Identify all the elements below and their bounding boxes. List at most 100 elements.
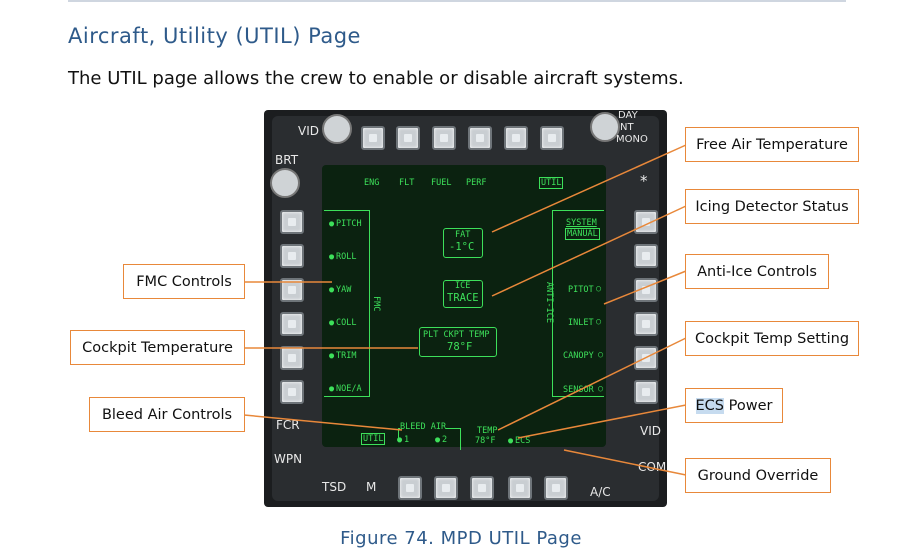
left-button-6[interactable]	[280, 380, 304, 404]
left-button-1[interactable]	[280, 210, 304, 234]
top-button-4[interactable]	[468, 126, 492, 150]
ac-label[interactable]: A/C	[590, 485, 611, 499]
fmc-item-coll[interactable]: COLL	[336, 318, 357, 328]
tab-eng[interactable]: ENG	[364, 178, 380, 188]
fat-label: FAT	[455, 230, 471, 240]
top-rule	[68, 0, 846, 2]
top-button-3[interactable]	[432, 126, 456, 150]
fmc-bracket-right	[369, 210, 370, 396]
brt-knob[interactable]	[270, 168, 300, 198]
ice-box	[443, 280, 483, 308]
ecs-highlight: ECS	[695, 397, 725, 414]
leader-cockpit-temp-setting	[497, 337, 687, 431]
fmc-dot-2: ●	[329, 252, 335, 262]
fmc-item-yaw[interactable]: YAW	[336, 285, 352, 295]
bottom-button-1[interactable]	[398, 476, 422, 500]
intro-text: The UTIL page allows the crew to enable …	[68, 68, 684, 89]
ecs-dot: ●	[508, 436, 514, 446]
anti-ice-bracket-bottom	[552, 396, 604, 397]
tab-util[interactable]: UTIL	[539, 177, 564, 189]
fat-value: -1°C	[449, 241, 475, 253]
bleed-2-label[interactable]: 2	[442, 435, 448, 445]
fmc-dot-5: ●	[329, 351, 335, 361]
fmc-dot-6: ●	[329, 384, 335, 394]
left-button-4[interactable]	[280, 312, 304, 336]
bottom-button-5[interactable]	[544, 476, 568, 500]
mono-label: MONO	[616, 134, 648, 145]
leader-icing	[491, 205, 687, 297]
tab-perf[interactable]: PERF	[466, 178, 487, 188]
system-mode[interactable]: MANUAL	[565, 228, 600, 240]
fcr-label[interactable]: FCR	[276, 418, 300, 432]
anti-ice-canopy[interactable]: CANOPY	[563, 351, 594, 361]
vid-knob[interactable]	[322, 114, 352, 144]
right-button-4[interactable]	[634, 312, 658, 336]
day-label: DAY	[618, 110, 638, 121]
tab-fuel[interactable]: FUEL	[431, 178, 452, 188]
anti-ice-pitot[interactable]: PITOT	[568, 285, 594, 295]
wpn-label[interactable]: WPN	[274, 452, 303, 466]
bottom-button-4[interactable]	[508, 476, 532, 500]
fmc-item-roll[interactable]: ROLL	[336, 252, 357, 262]
right-button-1[interactable]	[634, 210, 658, 234]
fmc-dot-1: ●	[329, 219, 335, 229]
anti-ice-dot-1: ○	[596, 284, 602, 294]
util-button[interactable]: UTIL	[361, 433, 386, 445]
system-label: SYSTEM	[566, 218, 597, 228]
anti-ice-vertical-label: ANTI-ICE	[544, 282, 554, 323]
tab-flt[interactable]: FLT	[399, 178, 415, 188]
callout-bleed-air-controls: Bleed Air Controls	[89, 397, 245, 432]
callout-ground-override: Ground Override	[685, 458, 831, 493]
anti-ice-dot-2: ○	[596, 317, 602, 327]
top-button-1[interactable]	[361, 126, 385, 150]
right-button-3[interactable]	[634, 278, 658, 302]
top-button-2[interactable]	[396, 126, 420, 150]
fmc-bracket-bottom	[324, 396, 370, 397]
left-button-5[interactable]	[280, 346, 304, 370]
cockpit-temp-box[interactable]	[419, 327, 497, 357]
figure-caption: Figure 74. MPD UTIL Page	[340, 528, 582, 549]
vid-right-label[interactable]: VID	[640, 424, 661, 438]
callout-cockpit-temperature: Cockpit Temperature	[70, 330, 245, 365]
section-heading: Aircraft, Utility (UTIL) Page	[68, 24, 361, 48]
bottom-button-2[interactable]	[434, 476, 458, 500]
ecs-label[interactable]: ECS	[515, 436, 531, 446]
leader-ground-override	[563, 449, 687, 476]
right-button-6[interactable]	[634, 380, 658, 404]
fmc-dot-3: ●	[329, 285, 335, 295]
callout-free-air-temperature: Free Air Temperature	[685, 127, 859, 162]
leader-fat	[491, 144, 687, 233]
bleed-2-dot: ●	[435, 435, 441, 445]
fmc-bracket-top	[324, 210, 370, 211]
left-button-2[interactable]	[280, 244, 304, 268]
callout-fmc-controls: FMC Controls	[123, 264, 245, 299]
callout-ecs-power: ECS Power	[685, 388, 783, 423]
bottom-button-3[interactable]	[470, 476, 494, 500]
ice-value: TRACE	[447, 292, 479, 304]
callout-icing-detector-status: Icing Detector Status	[685, 189, 859, 224]
bleed-air-label: BLEED AIR	[400, 422, 447, 432]
temp-value[interactable]: 78°F	[475, 436, 496, 446]
bleed-1-label[interactable]: 1	[404, 435, 410, 445]
callout-anti-ice-controls: Anti-Ice Controls	[685, 254, 829, 289]
anti-ice-inlet[interactable]: INLET	[568, 318, 594, 328]
anti-ice-bracket-top	[552, 210, 604, 211]
fmc-item-noea[interactable]: NOE/A	[336, 384, 362, 394]
leader-anti-ice	[603, 270, 687, 305]
cockpit-temp-value: 78°F	[447, 341, 473, 353]
top-button-6[interactable]	[540, 126, 564, 150]
fmc-item-trim[interactable]: TRIM	[336, 351, 357, 361]
right-button-2[interactable]	[634, 244, 658, 268]
callout-cockpit-temp-setting: Cockpit Temp Setting	[685, 321, 859, 356]
m-label[interactable]: M	[366, 480, 377, 494]
tsd-label[interactable]: TSD	[322, 480, 347, 494]
asterisk-label[interactable]: *	[640, 172, 648, 190]
com-label[interactable]: COM	[638, 460, 667, 474]
top-button-5[interactable]	[504, 126, 528, 150]
fmc-item-pitch[interactable]: PITCH	[336, 219, 362, 229]
leader-bleed	[243, 414, 403, 431]
mode-knob[interactable]	[590, 112, 620, 142]
ecs-power-rest: Power	[724, 397, 773, 414]
fat-box	[443, 228, 483, 258]
